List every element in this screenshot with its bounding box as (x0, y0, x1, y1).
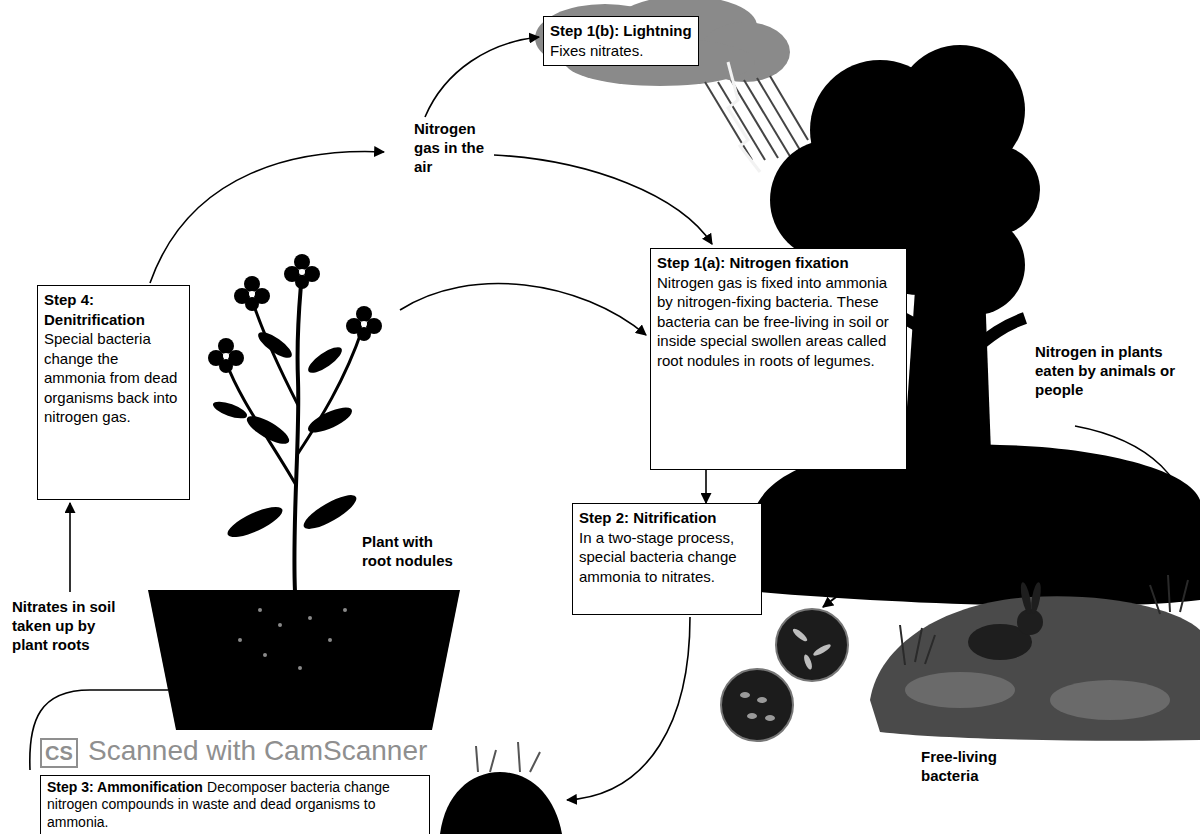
arrow (823, 594, 840, 607)
step-box: Step 3: AmmonificationDecomposer bacteri… (40, 775, 430, 834)
grass-patch (905, 672, 1015, 708)
step-title: Step 3: Ammonification (47, 779, 203, 795)
plant-branch (297, 330, 362, 455)
grass-patch (1050, 680, 1170, 720)
step-text: In a two-stage process, special bacteria… (579, 528, 755, 587)
grass-blade (1150, 575, 1188, 614)
step-text: Fixes nitrates. (550, 41, 692, 61)
arrow (567, 617, 690, 800)
petal (219, 359, 233, 373)
arrow (150, 152, 384, 283)
bacterium (791, 627, 809, 643)
root-nodule (238, 638, 242, 642)
rain (705, 76, 808, 160)
animal-scene (870, 575, 1200, 741)
soil-mound (440, 772, 562, 834)
bacteria-circle (776, 609, 848, 681)
step-box: Step 4: DenitrificationSpecial bacteria … (37, 285, 190, 500)
leaves (211, 328, 360, 543)
rabbit-ear (1029, 582, 1042, 615)
rabbit-ear (1019, 582, 1033, 615)
step-box: Step 1(b): LightningFixes nitrates. (543, 16, 699, 66)
decomposer-mound (440, 742, 562, 834)
tree-branch (968, 318, 1025, 355)
leaf (300, 489, 361, 535)
petal (245, 297, 259, 311)
root-nodules (238, 608, 347, 670)
flower-centre (361, 321, 367, 327)
flower-centre (223, 353, 229, 359)
flower (346, 306, 382, 341)
nitrates-label: Nitrates in soil taken up by plant roots (12, 598, 130, 654)
bacteria-circle (721, 669, 793, 741)
cycle-arrows (30, 37, 712, 800)
connector-arrow (705, 470, 707, 503)
grass-blades (900, 575, 1188, 665)
bacteria-view (721, 609, 848, 741)
bacterium (740, 692, 750, 698)
arrow (400, 284, 646, 335)
leaf (305, 343, 346, 377)
root-nodule (258, 608, 262, 612)
root-nodule (343, 608, 347, 612)
root-nodule (278, 623, 282, 627)
arrow (69, 503, 71, 592)
rain-line (744, 80, 791, 158)
bacterium (757, 697, 767, 703)
bacterium (802, 653, 813, 670)
rain-line (731, 80, 778, 158)
step-text: Special bacteria change the ammonia from… (44, 329, 183, 427)
root-nodule (328, 638, 332, 642)
leaf (255, 328, 296, 362)
leaf (224, 501, 286, 543)
plant-branch (252, 300, 298, 405)
air-label: Nitrogen gas in the air (414, 120, 488, 176)
plant-branch (226, 362, 296, 485)
grass-mound (870, 596, 1200, 741)
arrow (425, 37, 539, 117)
flower-centre (249, 291, 255, 297)
leaf (305, 403, 355, 438)
lightning-bolt (728, 62, 760, 172)
flower (208, 338, 244, 373)
bacterium (747, 713, 757, 719)
plant-stem (294, 272, 302, 592)
step-title: Step 1(b): Lightning (550, 21, 692, 41)
sprouts (476, 742, 540, 772)
step-title: Step 1(a): Nitrogen fixation (657, 253, 900, 273)
watermark: Scanned with CamScanner (88, 736, 427, 767)
watermark-logo: CS (40, 738, 78, 768)
plants-label: Nitrogen in plants eaten by animals or p… (1035, 343, 1183, 399)
rain-line (770, 76, 808, 140)
root-nodule (263, 653, 267, 657)
step-title: Step 2: Nitrification (579, 508, 755, 528)
bacteria-label: Free-living bacteria (921, 748, 1021, 786)
rain-line (705, 82, 752, 160)
step-box: Step 2: NitrificationIn a two-stage proc… (572, 503, 762, 615)
step-text: Nitrogen gas is fixed into ammonia by ni… (657, 273, 900, 371)
flower (284, 254, 320, 289)
flowers (208, 254, 382, 373)
step-box: Step 1(a): Nitrogen fixationNitrogen gas… (650, 248, 907, 470)
petal (357, 327, 371, 341)
arrow (494, 155, 712, 244)
plant-label: Plant with root nodules (362, 533, 464, 571)
bacterium (765, 715, 775, 721)
leaf (243, 411, 293, 449)
grass-blade (900, 625, 935, 665)
plant (148, 254, 460, 730)
root-nodule (308, 616, 312, 620)
flower (234, 276, 270, 311)
step-title: Step 4: Denitrification (44, 290, 183, 329)
petal (295, 275, 309, 289)
bacterium (812, 642, 832, 657)
plant-pot (148, 590, 460, 730)
root-nodule (298, 666, 302, 670)
storm-cloud (535, 0, 790, 86)
flower-centre (299, 269, 305, 275)
leaf (211, 398, 249, 422)
leader-line (1075, 426, 1194, 540)
